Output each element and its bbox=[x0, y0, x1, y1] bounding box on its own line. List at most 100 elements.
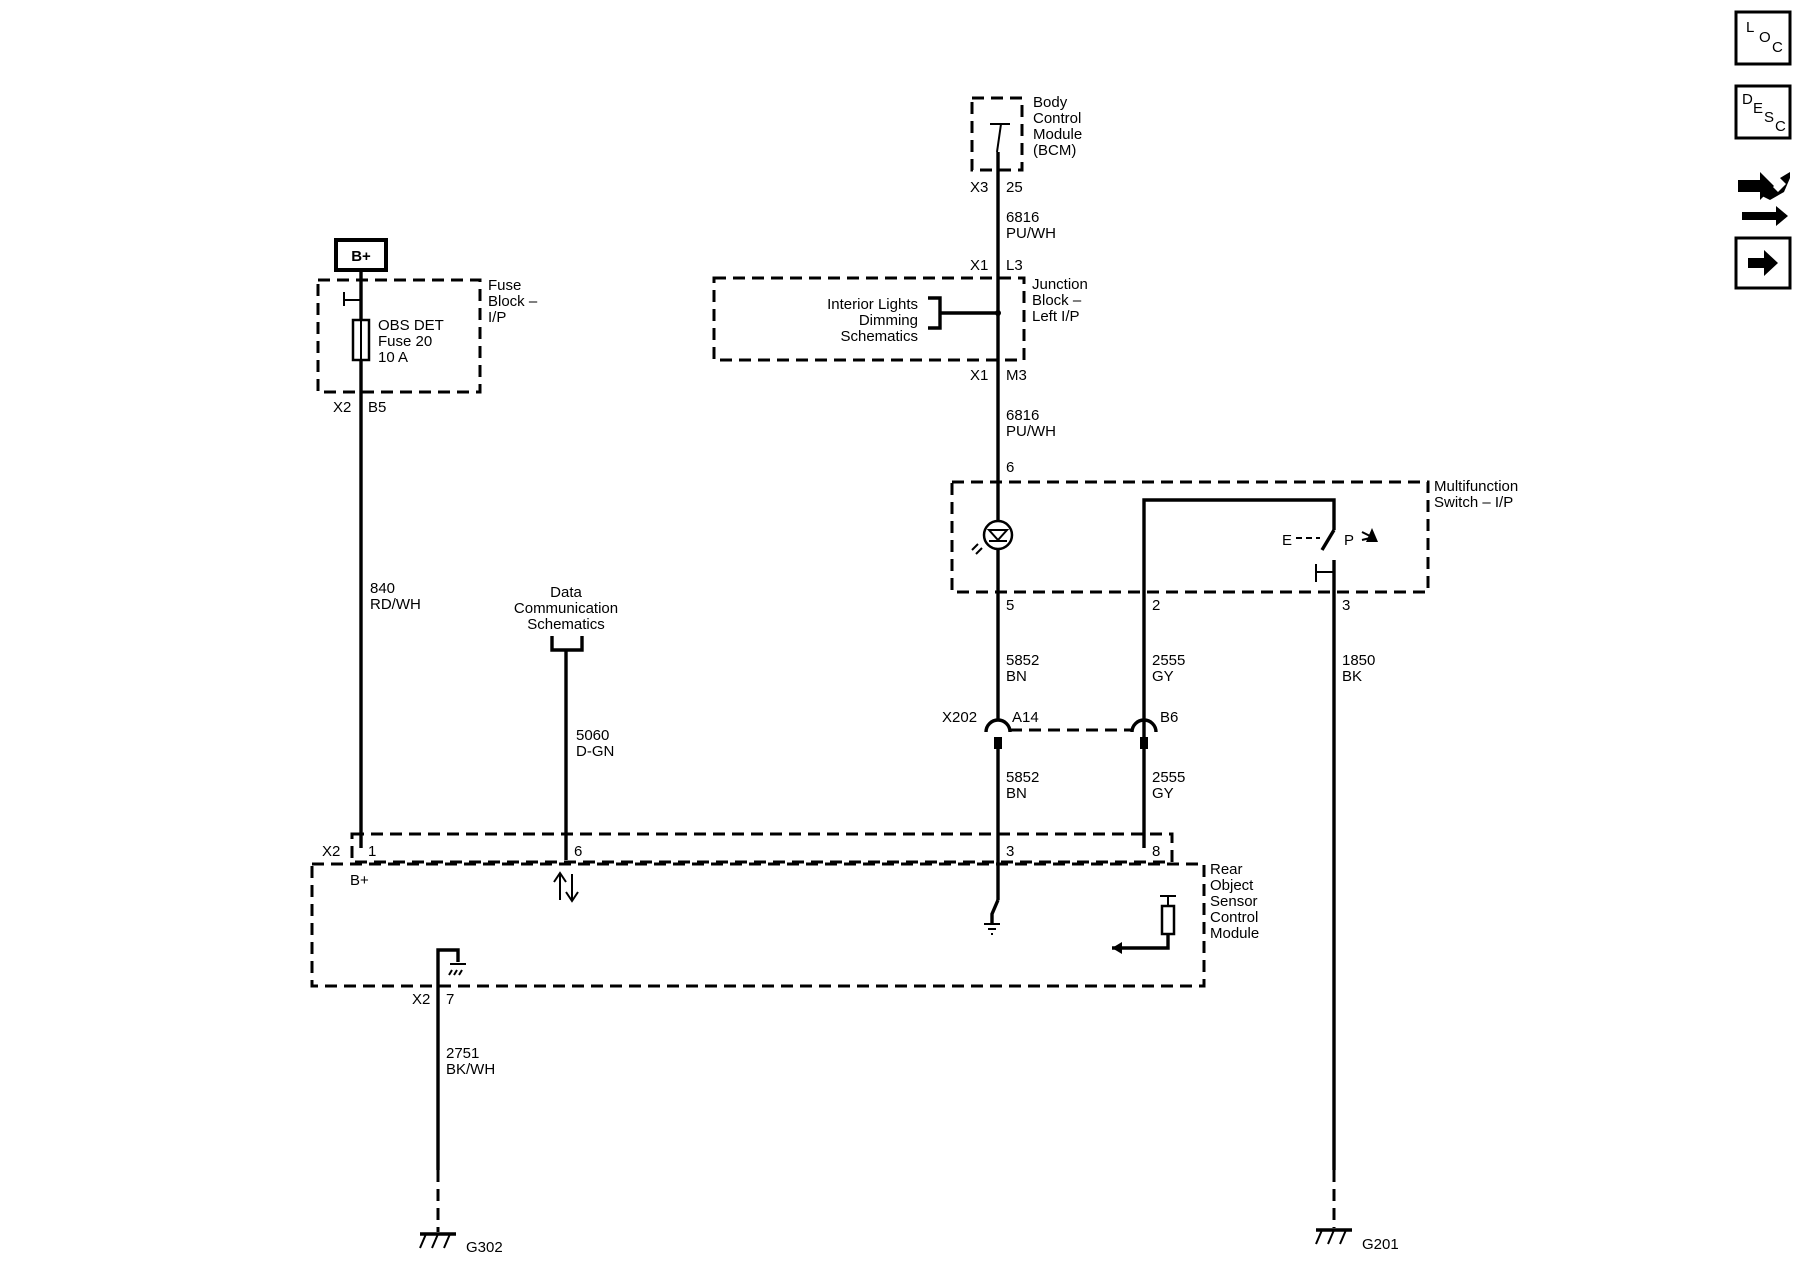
svg-text:BN: BN bbox=[1006, 668, 1027, 685]
x202-male-a14 bbox=[994, 737, 1002, 749]
module-ground-connector-label: X2 bbox=[412, 991, 430, 1008]
switch-pin-5-label: 5 bbox=[1006, 597, 1014, 614]
bcm-connector-label: X3 bbox=[970, 179, 988, 196]
svg-text:D: D bbox=[1742, 91, 1753, 108]
svg-text:Junction: Junction bbox=[1032, 276, 1088, 293]
svg-text:Switch – I/P: Switch – I/P bbox=[1434, 494, 1513, 511]
svg-text:Sensor: Sensor bbox=[1210, 893, 1258, 910]
x202-male-b6 bbox=[1140, 737, 1148, 749]
fuse-block-connector-symbol bbox=[343, 292, 360, 306]
wire-1850-label: 1850 BK bbox=[1342, 652, 1375, 685]
switch-pin-3-label: 3 bbox=[1342, 597, 1350, 614]
wire-2751-label: 2751 BK/WH bbox=[446, 1045, 495, 1078]
svg-text:Fuse: Fuse bbox=[488, 277, 521, 294]
svg-text:E: E bbox=[1753, 100, 1763, 117]
g201-ground-icon bbox=[1315, 1228, 1352, 1245]
svg-text:Data: Data bbox=[550, 584, 582, 601]
svg-text:Communication: Communication bbox=[514, 600, 618, 617]
svg-text:PU/WH: PU/WH bbox=[1006, 423, 1056, 440]
bcm-pin-label: 25 bbox=[1006, 179, 1023, 196]
wire-2751 bbox=[436, 948, 460, 1170]
module-pin-7-label: 7 bbox=[446, 991, 454, 1008]
svg-text:2555: 2555 bbox=[1152, 652, 1185, 669]
g201-label: G201 bbox=[1362, 1236, 1399, 1253]
park-switch-icon: E P bbox=[1282, 528, 1378, 551]
svg-text:2751: 2751 bbox=[446, 1045, 479, 1062]
junction-top-pin-label: L3 bbox=[1006, 257, 1023, 274]
svg-text:I/P: I/P bbox=[488, 309, 506, 326]
bcm-name: Body Control Module (BCM) bbox=[1033, 94, 1082, 159]
x202-pin-b6-label: B6 bbox=[1160, 709, 1178, 726]
location-button[interactable]: L O C bbox=[1734, 10, 1792, 66]
chassis-ground-internal-icon bbox=[448, 963, 466, 976]
svg-text:Block –: Block – bbox=[488, 293, 538, 310]
module-pin-1-label: 1 bbox=[368, 843, 376, 860]
x202-pin-a14-label: A14 bbox=[1012, 709, 1039, 726]
pullup-resistor-icon bbox=[1112, 895, 1176, 954]
description-button[interactable]: D E S C bbox=[1734, 84, 1792, 140]
svg-text:6816: 6816 bbox=[1006, 209, 1039, 226]
svg-text:Block –: Block – bbox=[1032, 292, 1082, 309]
module-outline bbox=[310, 862, 1206, 988]
wire-6816-upper-label: 6816 PU/WH bbox=[1006, 209, 1056, 242]
svg-text:Multifunction: Multifunction bbox=[1434, 478, 1518, 495]
wire-2555-lower-label: 2555 GY bbox=[1152, 769, 1185, 802]
svg-text:5852: 5852 bbox=[1006, 652, 1039, 669]
interior-lights-dimming-ref: Interior Lights Dimming Schematics bbox=[827, 296, 918, 345]
module-pin-8-label: 8 bbox=[1152, 843, 1160, 860]
svg-text:GY: GY bbox=[1152, 785, 1174, 802]
svg-text:5852: 5852 bbox=[1006, 769, 1039, 786]
multifunction-switch-name: Multifunction Switch – I/P bbox=[1434, 478, 1518, 511]
module-pin-3-label: 3 bbox=[1006, 843, 1014, 860]
fuse-label: OBS DET Fuse 20 10 A bbox=[378, 317, 444, 366]
svg-text:E: E bbox=[1282, 532, 1292, 549]
svg-text:D-GN: D-GN bbox=[576, 743, 614, 760]
svg-text:Body: Body bbox=[1033, 94, 1068, 111]
svg-text:Control: Control bbox=[1210, 909, 1258, 926]
svg-text:(BCM): (BCM) bbox=[1033, 142, 1076, 159]
switch-ground-contact bbox=[1315, 564, 1334, 582]
indicator-lamp-icon bbox=[971, 519, 1014, 555]
svg-text:Fuse 20: Fuse 20 bbox=[378, 333, 432, 350]
svg-text:BN: BN bbox=[1006, 785, 1027, 802]
interior-lights-splice bbox=[928, 296, 998, 330]
low-side-driver-icon bbox=[984, 899, 1000, 935]
svg-text:RD/WH: RD/WH bbox=[370, 596, 421, 613]
fuse-pin-label: B5 bbox=[368, 399, 386, 416]
module-connector-label: X2 bbox=[322, 843, 340, 860]
svg-text:840: 840 bbox=[370, 580, 395, 597]
g302-label: G302 bbox=[466, 1239, 503, 1256]
wire-840-label: 840 RD/WH bbox=[370, 580, 421, 613]
wire-5852-lower-label: 5852 BN bbox=[1006, 769, 1039, 802]
multifunction-switch-outline bbox=[950, 480, 1430, 594]
svg-text:Schematics: Schematics bbox=[527, 616, 605, 633]
svg-text:OBS DET: OBS DET bbox=[378, 317, 444, 334]
switch-pin-6-label: 6 bbox=[1006, 459, 1014, 476]
svg-text:O: O bbox=[1759, 29, 1771, 46]
bcm-outline bbox=[970, 96, 1024, 172]
wire-6816-lower-label: 6816 PU/WH bbox=[1006, 407, 1056, 440]
module-name: Rear Object Sensor Control Module bbox=[1210, 861, 1259, 942]
svg-text:PU/WH: PU/WH bbox=[1006, 225, 1056, 242]
data-comm-bracket bbox=[550, 636, 584, 652]
splice-dot bbox=[995, 310, 1001, 316]
svg-text:Left I/P: Left I/P bbox=[1032, 308, 1080, 325]
x202-female-a14 bbox=[984, 718, 1012, 733]
data-bidirectional-arrows-icon bbox=[553, 871, 579, 903]
x202-label: X202 bbox=[942, 709, 977, 726]
connector-view-icon[interactable] bbox=[1738, 172, 1790, 226]
svg-text:S: S bbox=[1764, 109, 1774, 126]
next-page-button[interactable] bbox=[1734, 236, 1792, 290]
fuse-connector-label: X2 bbox=[333, 399, 351, 416]
svg-text:1850: 1850 bbox=[1342, 652, 1375, 669]
svg-text:Module: Module bbox=[1033, 126, 1082, 143]
junction-bottom-connector-label: X1 bbox=[970, 367, 988, 384]
svg-text:C: C bbox=[1775, 118, 1786, 135]
svg-text:6816: 6816 bbox=[1006, 407, 1039, 424]
svg-text:Object: Object bbox=[1210, 877, 1254, 894]
svg-text:C: C bbox=[1772, 39, 1783, 56]
svg-text:GY: GY bbox=[1152, 668, 1174, 685]
fuse-block-outline bbox=[316, 278, 482, 394]
svg-text:L: L bbox=[1746, 19, 1754, 36]
